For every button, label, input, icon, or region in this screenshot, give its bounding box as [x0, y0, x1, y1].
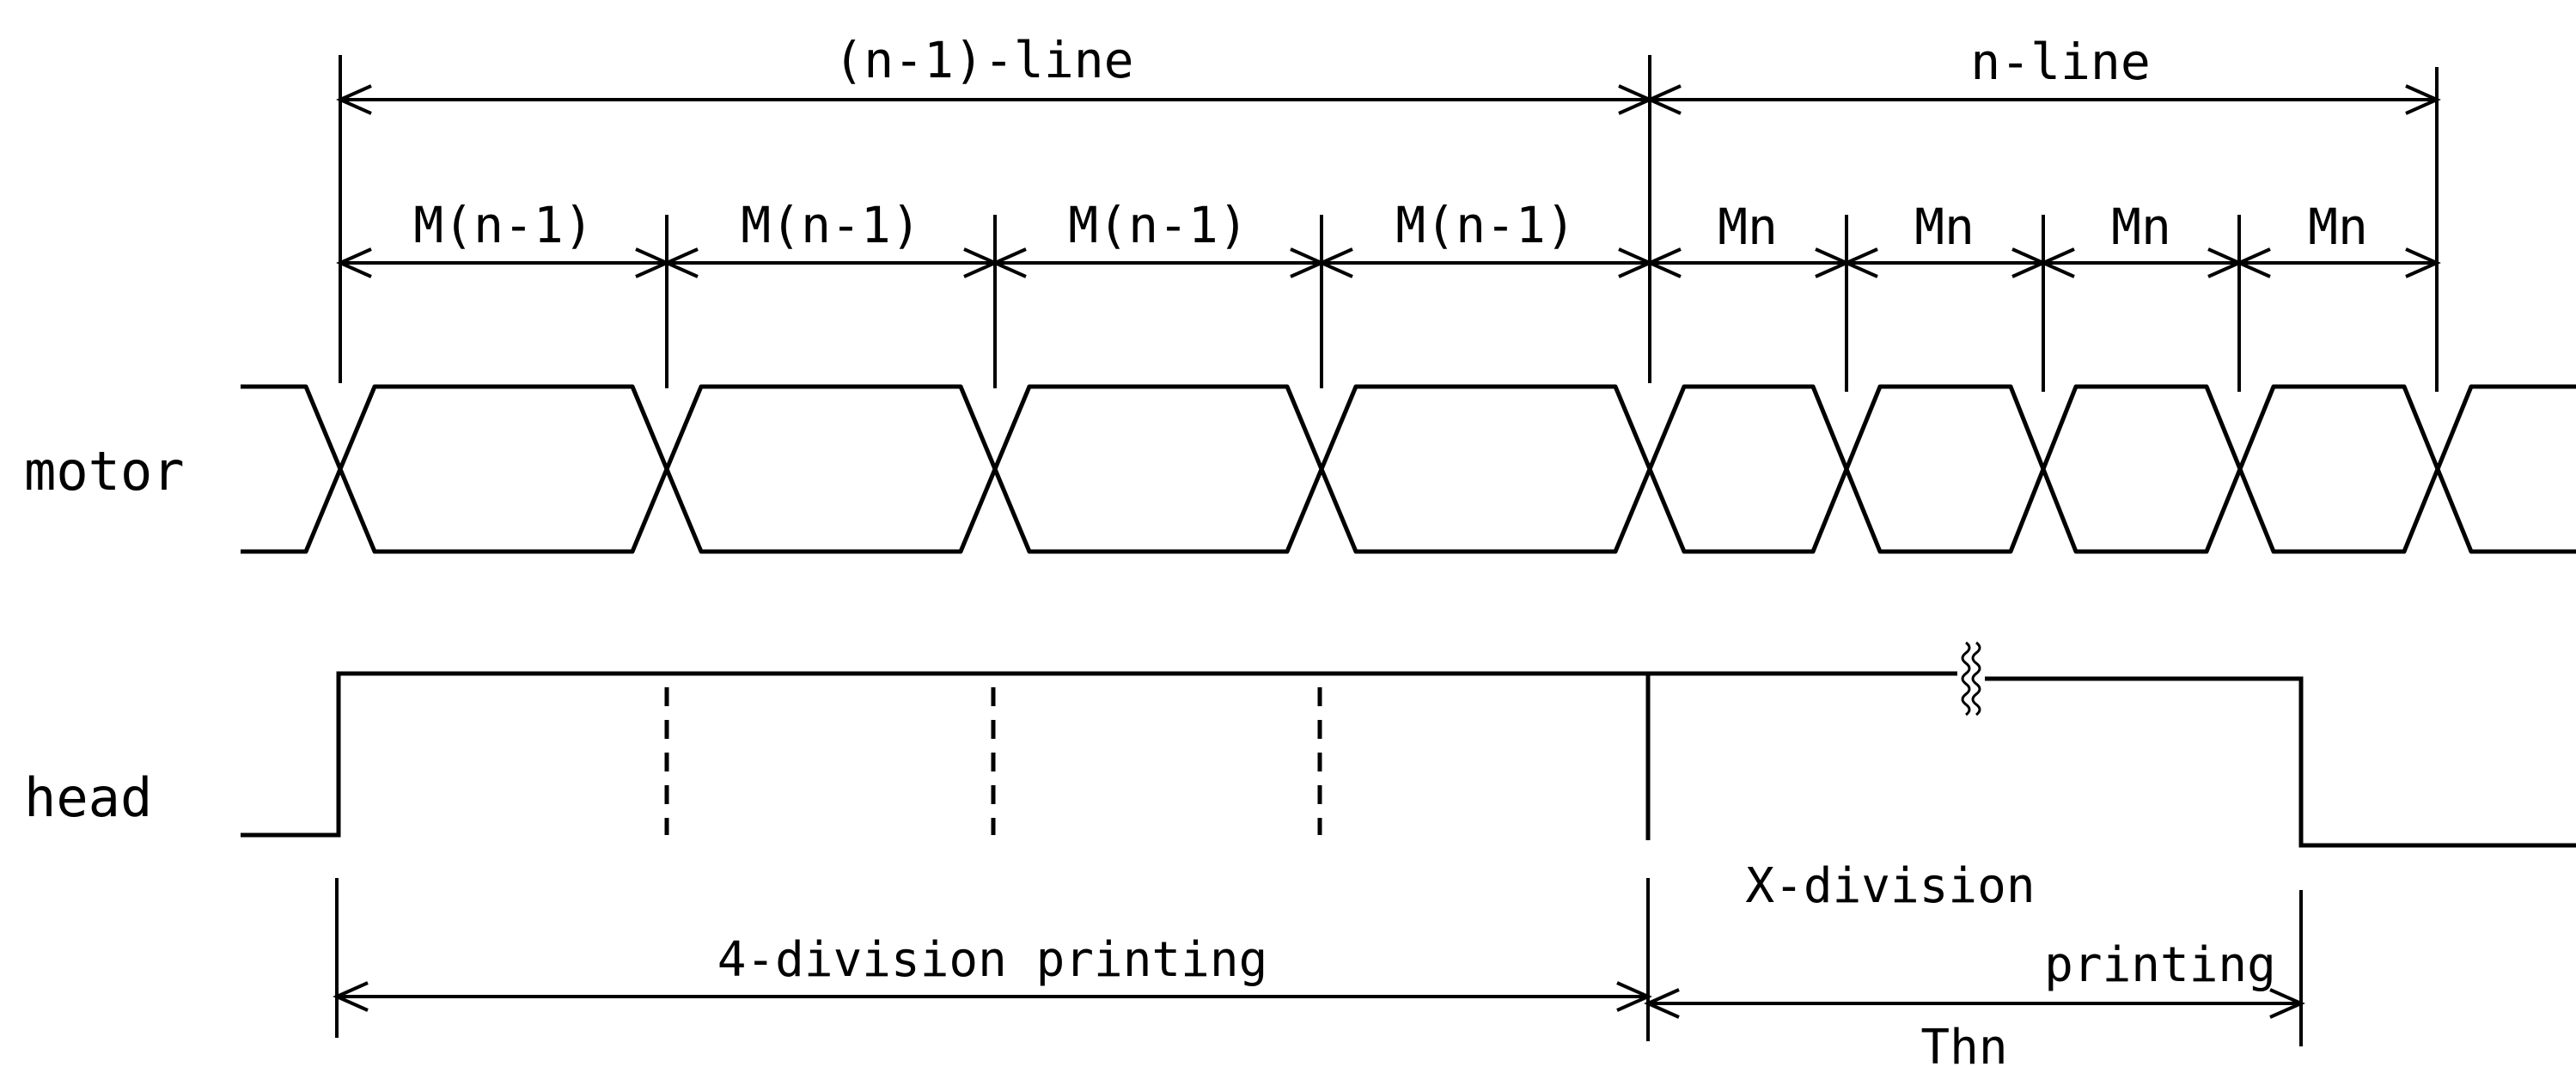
m-prev-label-1: M(n-1) [413, 196, 594, 254]
four-division-label: 4-division printing [717, 932, 1268, 988]
x-division-label: X-division [1745, 858, 2035, 914]
m-prev-label-2: M(n-1) [741, 196, 921, 254]
prev-line-label: (n-1)-line [833, 31, 1133, 89]
printing-label: printing [2044, 937, 2276, 993]
thn-label: Thn [1920, 1020, 2007, 1067]
division-markers [664, 687, 1322, 835]
mn-label-4: Mn [2308, 198, 2368, 256]
extension-lines [339, 55, 2439, 392]
mn-label-1: Mn [1718, 198, 1778, 256]
mn-label-2: Mn [1914, 198, 1975, 256]
m-prev-label-3: M(n-1) [1068, 196, 1248, 254]
m-prev-label-4: M(n-1) [1395, 196, 1576, 254]
motor-step-dimensions [336, 247, 2441, 278]
head-label: head [24, 766, 152, 829]
n-line-label: n-line [1970, 33, 2151, 91]
motor-waveform [241, 384, 2576, 554]
head-break-mark [1961, 641, 1981, 716]
printing-dimensions [333, 981, 2305, 1019]
motor-label: motor [24, 440, 185, 503]
bottom-extension-lines [335, 878, 2303, 1046]
mn-label-3: Mn [2111, 198, 2171, 256]
head-waveform [241, 671, 2576, 848]
